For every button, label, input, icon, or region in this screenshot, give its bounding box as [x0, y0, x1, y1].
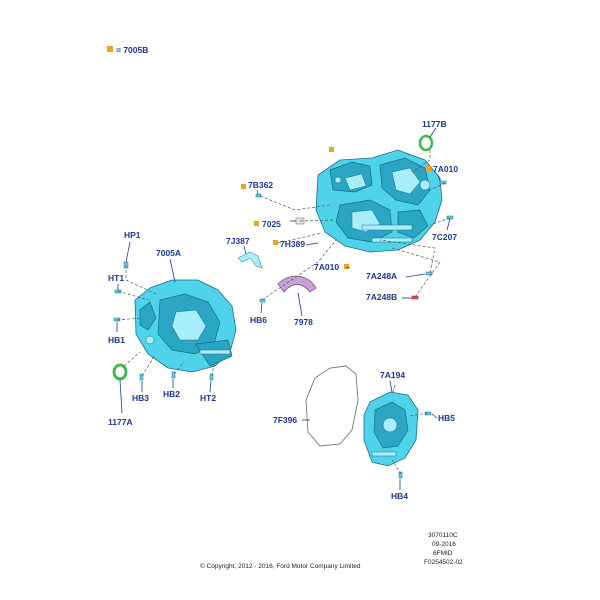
seal-1177A-icon [112, 363, 128, 381]
label-7C207: 7C207 [432, 232, 457, 242]
label-7A248A: 7A248A [366, 271, 397, 281]
label-HB2: HB2 [163, 389, 180, 399]
label-7978: 7978 [294, 317, 313, 327]
label-HB1: HB1 [108, 335, 125, 345]
label-HP1: HP1 [124, 230, 141, 240]
label-7005A: 7005A [156, 248, 181, 258]
label-HB6: HB6 [250, 315, 267, 325]
leader-lines [116, 127, 451, 490]
legend-text: = 7005B [116, 45, 148, 55]
label-HB3: HB3 [132, 393, 149, 403]
label-HB5: HB5 [438, 413, 455, 423]
label-7J387: 7J387 [226, 236, 250, 246]
label-HB4: HB4 [391, 491, 408, 501]
copyright-text: © Copyright, 2012 - 2016, Ford Motor Com… [200, 562, 361, 570]
gasket-7F396 [305, 365, 359, 447]
legend-swatch [107, 46, 113, 52]
seal-1177B-icon [418, 134, 434, 152]
label-7025: 7025 [262, 219, 281, 229]
label-7A248B: 7A248B [366, 292, 397, 302]
label-1177B: 1177B [422, 119, 447, 129]
doc-model: 6FMID [433, 550, 453, 557]
callout-labels: 1177B 7A010 7B362 7025 7J387 7H389 7C207… [108, 119, 458, 501]
legend: = 7005B [107, 45, 148, 55]
label-7A194: 7A194 [380, 370, 405, 380]
doc-code: 3070110C [428, 532, 458, 539]
label-7A010-mid: 7A010 [314, 262, 339, 272]
cover-7A194 [363, 391, 419, 467]
label-HT1: HT1 [108, 273, 124, 283]
transmission-case [315, 149, 443, 253]
label-HT2: HT2 [200, 393, 216, 403]
label-7H389: 7H389 [280, 239, 305, 249]
clutch-housing [134, 279, 237, 373]
label-7B362: 7B362 [248, 180, 273, 190]
figure-id: F0254502-02 [424, 559, 463, 566]
label-7F396: 7F396 [273, 415, 297, 425]
shift-fork-7978 [277, 275, 317, 293]
bracket-7J387 [237, 251, 263, 269]
assembly-lines [116, 150, 451, 475]
label-1177A: 1177A [108, 417, 133, 427]
footer: © Copyright, 2012 - 2016, Ford Motor Com… [200, 532, 463, 570]
doc-date: 09-2016 [432, 541, 456, 548]
label-7A010-top: 7A010 [433, 164, 458, 174]
marker-7005B [241, 147, 431, 269]
